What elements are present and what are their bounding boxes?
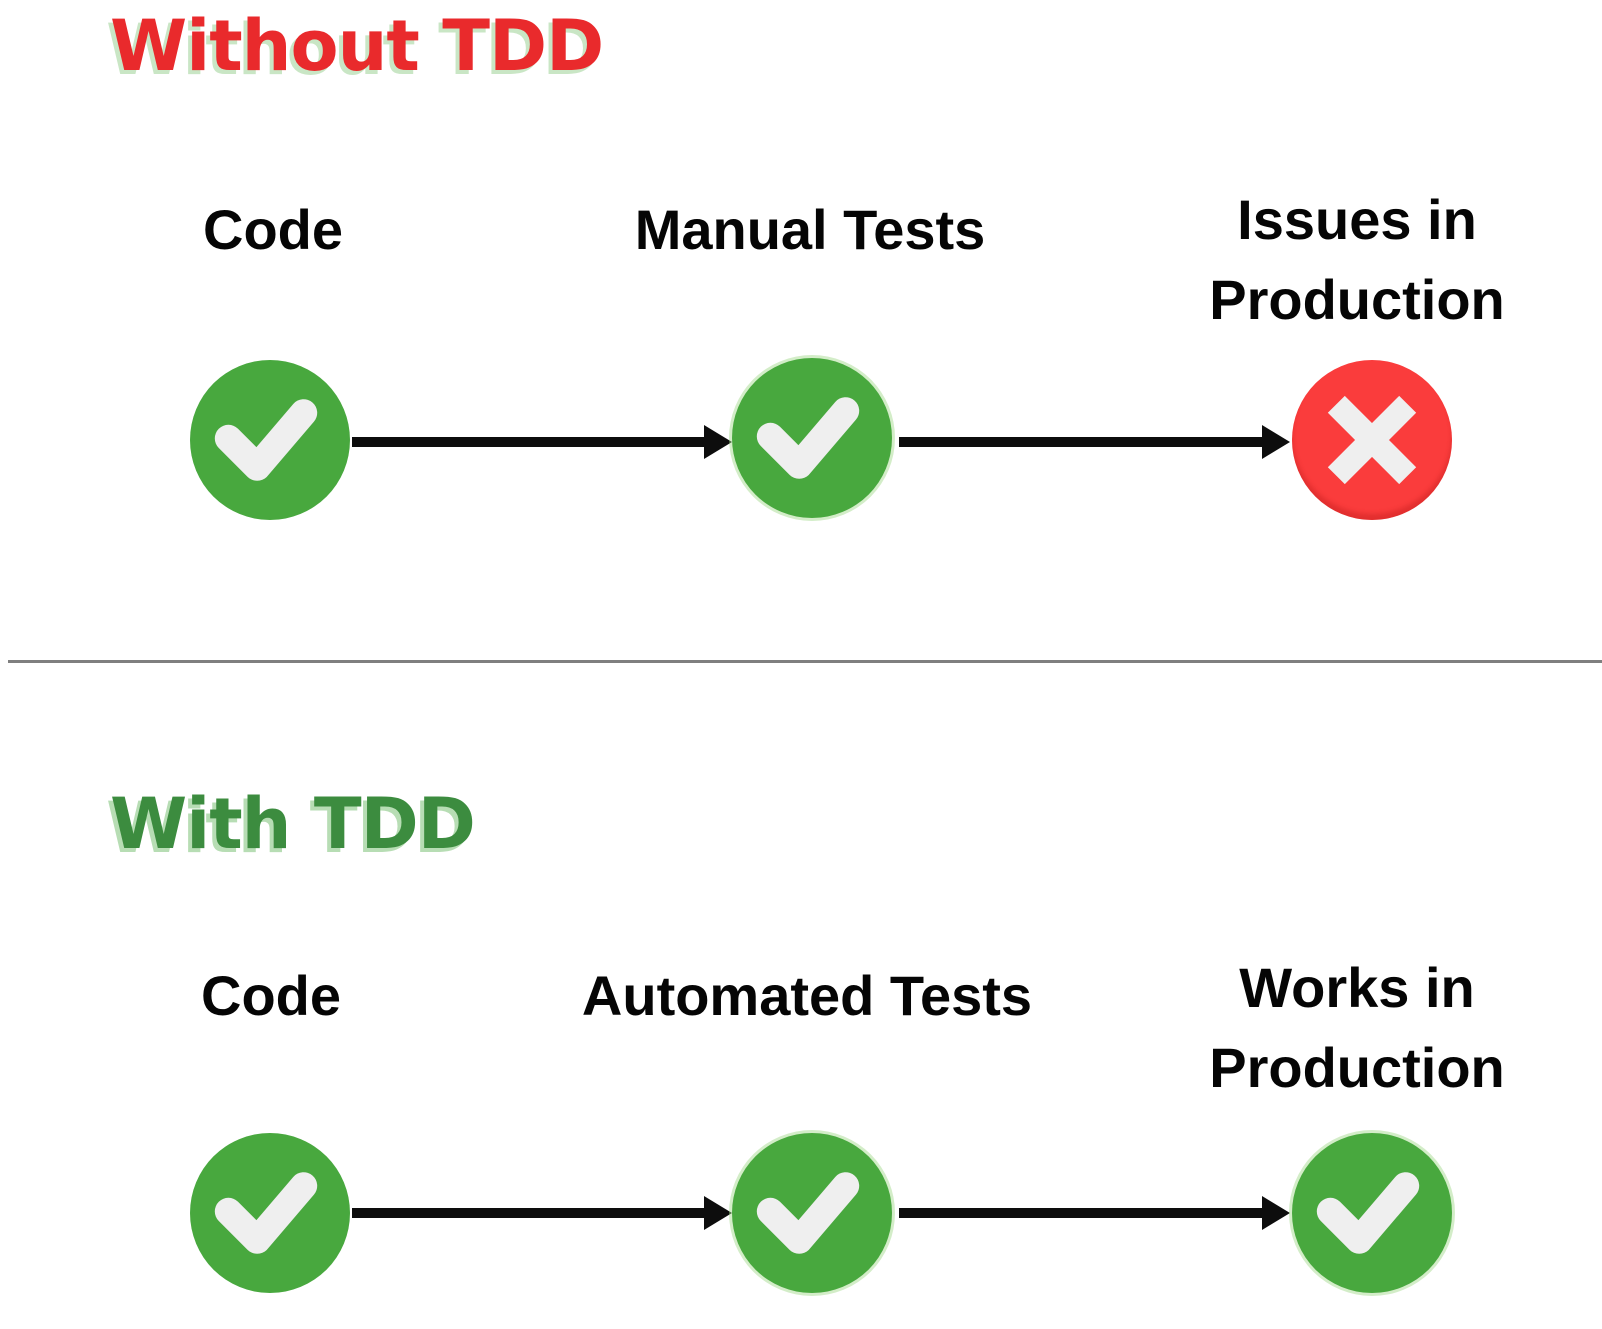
node-label-issues-in-production: Issues in Production: [1209, 188, 1505, 331]
check-icon: [732, 1133, 892, 1293]
cross-icon: [1292, 360, 1452, 520]
arrow-code-to-automated-tests: [352, 1208, 704, 1218]
check-icon: [190, 1133, 350, 1293]
check-icon: [190, 360, 350, 520]
section-divider: [8, 660, 1602, 663]
node-label-automated-tests: Automated Tests: [581, 964, 1033, 1027]
arrow-automated-tests-to-works: [899, 1208, 1262, 1218]
node-label-code: Code: [201, 964, 341, 1027]
node-label-manual-tests: Manual Tests: [634, 198, 986, 261]
with-tdd-title: With TDD: [110, 783, 476, 865]
node-label-code: Code: [203, 198, 343, 261]
arrow-manual-tests-to-issues: [899, 437, 1262, 447]
check-icon: [732, 358, 892, 518]
node-label-works-in-production: Works in Production: [1209, 956, 1505, 1099]
arrow-code-to-manual-tests: [352, 437, 704, 447]
without-tdd-title: Without TDD: [110, 5, 604, 87]
check-icon: [1292, 1133, 1452, 1293]
